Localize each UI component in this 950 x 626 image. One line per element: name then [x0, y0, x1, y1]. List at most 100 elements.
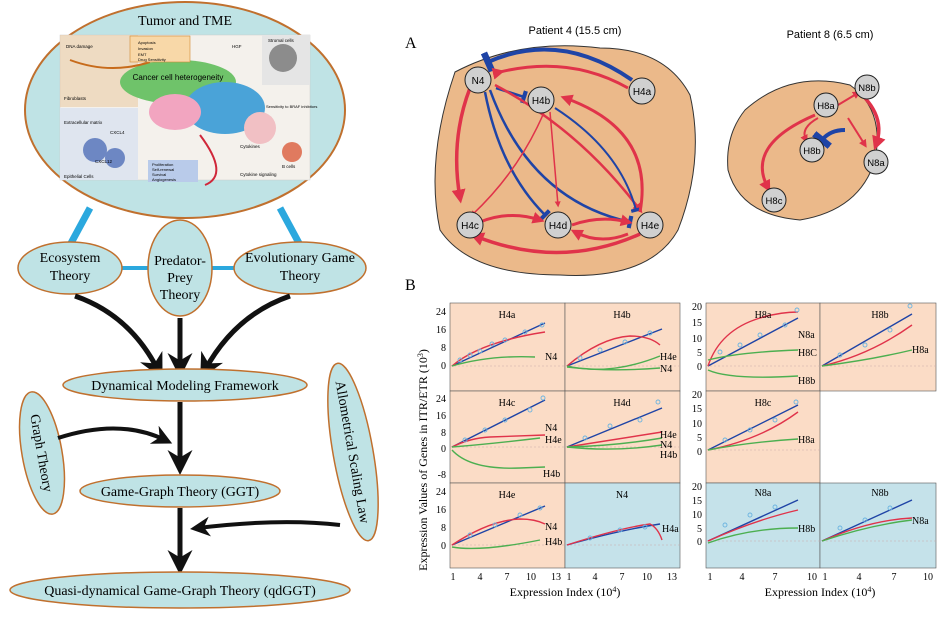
ylabel-main: Expression Values of Genes in ITR/ETR (1… — [416, 357, 430, 571]
node-n8a — [863, 149, 889, 175]
scatter-point — [502, 337, 508, 343]
ytick: 16 — [436, 325, 446, 336]
tme-label: Apoptosis — [138, 40, 156, 45]
framework-label: Dynamical Modeling Framework — [91, 379, 278, 394]
ytick: 10 — [692, 334, 702, 345]
subplot-h8c — [705, 390, 821, 484]
edge-h4b-h4d — [549, 111, 561, 208]
subplot-title-h4d: H4d — [613, 398, 630, 409]
patient8-nodes: N8b H8a H8b N8a H8c — [761, 74, 889, 213]
qdggt-ellipse — [9, 571, 351, 609]
scatter-point — [837, 352, 843, 358]
scatter-point — [862, 342, 868, 348]
scatter-point — [489, 341, 495, 347]
predator-prey-line1: Predator- — [154, 254, 206, 269]
node-h8b — [799, 137, 825, 163]
node-h4e — [636, 211, 664, 239]
subplot-n8a — [705, 482, 821, 569]
scatter-point — [794, 307, 800, 313]
curve-green — [451, 539, 541, 550]
scatter-point — [637, 417, 643, 423]
evolutionary-game-theory-ellipse — [233, 241, 367, 295]
subplot-h4d — [564, 390, 681, 484]
xlabel-exponent: 4 — [867, 585, 871, 594]
curve-green — [451, 356, 536, 367]
scatter-point — [617, 527, 623, 533]
curve-red — [451, 434, 546, 448]
ecosystem-theory-line2: Theory — [50, 269, 90, 284]
predator-prey-line3: Theory — [160, 288, 200, 303]
tme-label: CXCL12 — [95, 159, 113, 164]
scatter-point — [757, 332, 763, 338]
scatter-point — [772, 504, 778, 510]
node-h4c-label: H4c — [461, 221, 479, 232]
tme-label: Invasion — [138, 46, 153, 51]
cancer-cell-cluster-pink — [149, 94, 201, 130]
angiogenesis-vessel — [244, 112, 276, 144]
node-h4b-label: H4b — [532, 96, 551, 107]
xlabel-close: ) — [616, 585, 620, 599]
curve-green — [566, 444, 663, 450]
edge-n4-h4e — [488, 89, 634, 229]
curve-green — [821, 349, 913, 367]
xtick: 10 — [923, 572, 933, 583]
edge-h4a-n4-red — [491, 64, 629, 90]
scatter-points — [457, 303, 913, 541]
scatter-point — [907, 303, 913, 309]
ytick: 16 — [436, 505, 446, 516]
scatter-point — [517, 512, 523, 518]
panel-b-ylabel: Expression Values of Genes in ITR/ETR (1… — [416, 349, 431, 571]
scatter-point — [737, 342, 743, 348]
ytick: 20 — [692, 482, 702, 493]
node-h4d — [544, 211, 572, 239]
curve-green — [707, 369, 799, 378]
curve-label: H4b — [545, 537, 562, 548]
scatter-point — [837, 525, 843, 531]
xtick: 7 — [620, 572, 625, 583]
subplot-title-n4: N4 — [616, 490, 628, 501]
tme-label: HGF — [232, 44, 242, 49]
scatter-point — [582, 435, 588, 441]
node-h4b — [527, 86, 555, 114]
node-n8a-label: N8a — [867, 158, 885, 169]
scatter-point — [642, 524, 648, 530]
scatter-point — [527, 407, 533, 413]
scatter-point — [772, 417, 778, 423]
curve-label: H8b — [798, 376, 815, 387]
xtick: 13 — [667, 572, 677, 583]
xlabel-close: ) — [871, 585, 875, 599]
ytick: 16 — [436, 411, 446, 422]
ytick: 0 — [441, 361, 446, 372]
tme-label: Extracellular matrix — [64, 120, 103, 125]
xtick: 1 — [708, 572, 713, 583]
curve-red — [821, 517, 913, 542]
scatter-point — [502, 417, 508, 423]
ytick: 8 — [441, 428, 446, 439]
patient4-title: Patient 4 (15.5 cm) — [529, 25, 622, 37]
tme-label: Fibroblasts — [64, 96, 87, 101]
edge-h8a-h8c — [759, 113, 816, 193]
subplot-title-n8a: N8a — [755, 488, 772, 499]
ytick: 0 — [441, 541, 446, 552]
node-h4a — [628, 77, 656, 105]
arrow-graph-theory — [57, 425, 173, 444]
ytick: 8 — [441, 523, 446, 534]
scatter-point — [887, 505, 893, 511]
edge-n8b-n8a — [863, 96, 886, 151]
scatter-point — [717, 349, 723, 355]
curve-green — [707, 527, 799, 544]
tme-label: Drug Sensitivity — [138, 57, 166, 62]
xtick: 1 — [823, 572, 828, 583]
xtick: 7 — [505, 572, 510, 583]
ytick: 0 — [697, 537, 702, 548]
scatter-point — [467, 532, 473, 538]
curve-label: H4e — [660, 430, 677, 441]
curve-label: N4 — [660, 440, 672, 451]
xtick: 7 — [773, 572, 778, 583]
panel-b-letter: B — [405, 277, 416, 294]
xlabel-main: Expression Index (10 — [765, 585, 868, 599]
tme-label: CXCL4 — [110, 130, 125, 135]
qdggt-label: Quasi-dynamical Game-Graph Theory (qdGGT… — [44, 584, 316, 599]
xtick: 4 — [593, 572, 598, 583]
panel-b: B Expression Values of Genes in ITR/ETR … — [405, 277, 937, 599]
